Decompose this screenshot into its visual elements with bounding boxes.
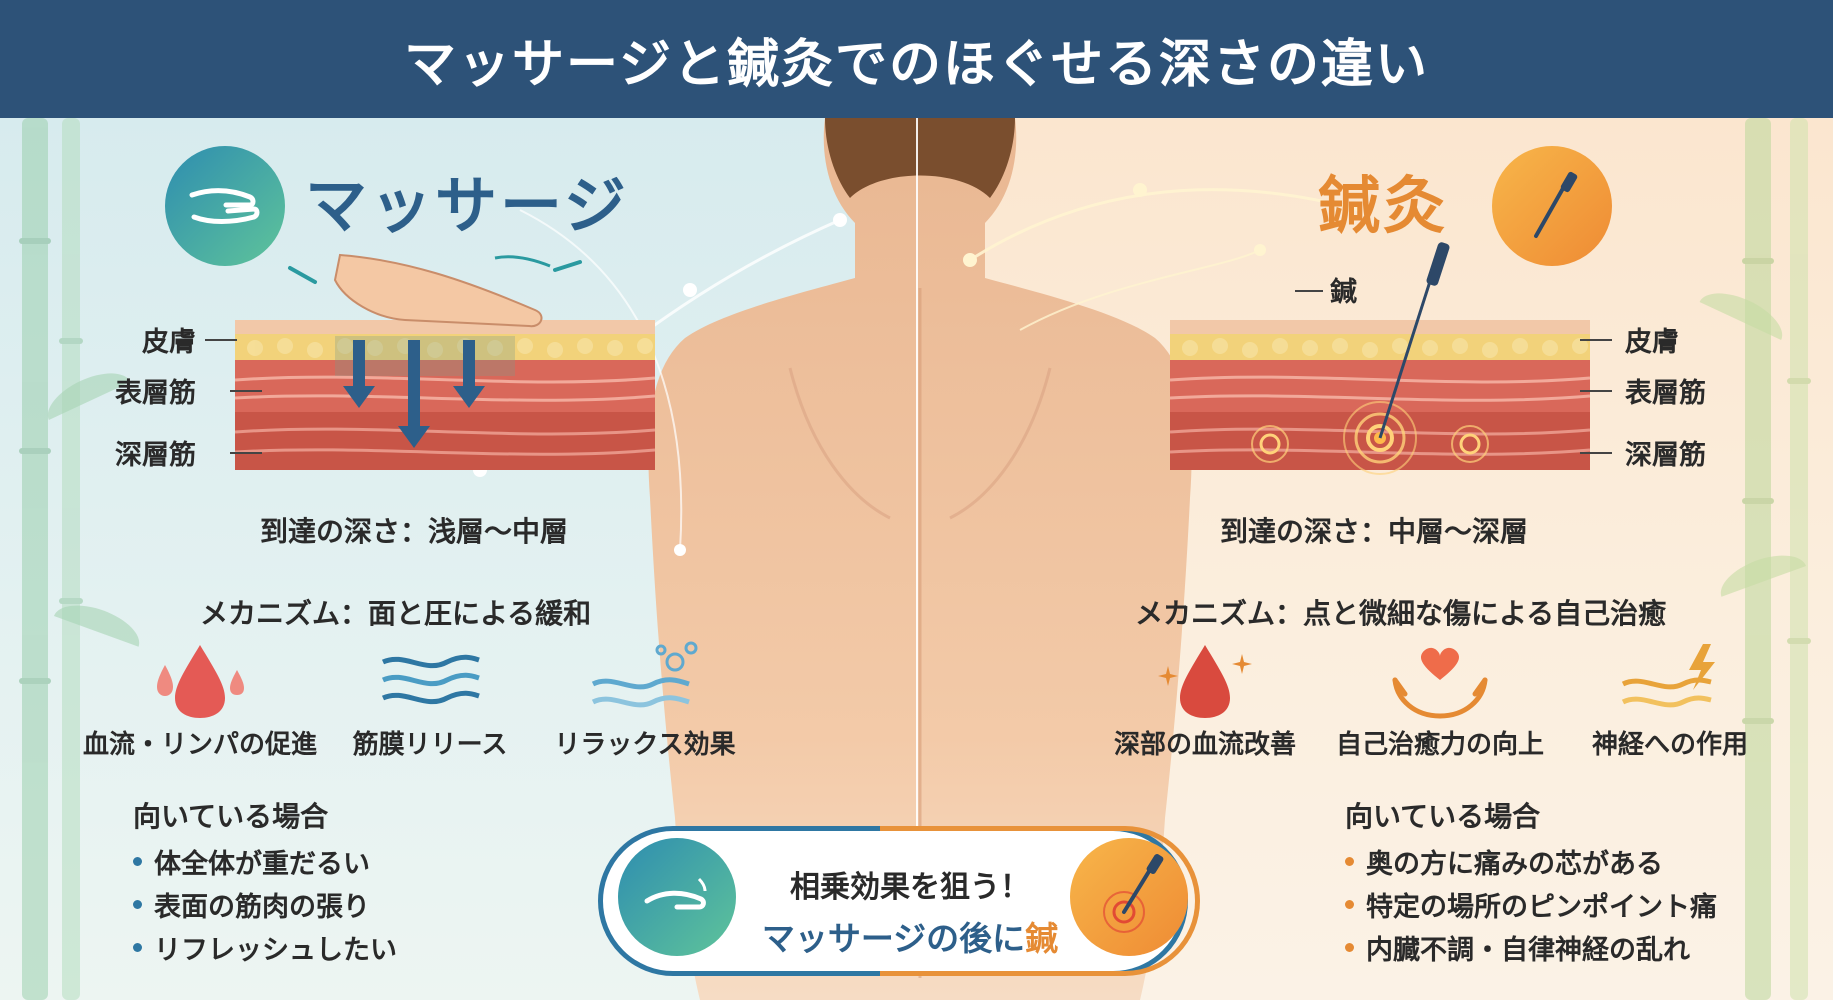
effect-label: 自己治癒力の向上 <box>1335 730 1544 760</box>
list-item: 特定の場所のピンポイント痛 <box>1345 883 1717 926</box>
effect-blood-flow: 血流・リンパの促進 <box>60 640 340 761</box>
heart-hands-icon <box>1392 647 1488 719</box>
acupuncture-depth: 到達の深さ：中層〜深層 <box>1220 515 1529 548</box>
layer-pointer <box>205 339 237 341</box>
list-item: 表面の筋肉の張り <box>133 883 397 926</box>
layer-label-skin: 皮膚 <box>1625 327 1679 358</box>
synergy-line2-highlight: 鍼 <box>1025 919 1059 958</box>
needle-label: 鍼 <box>1330 277 1357 308</box>
effect-label: 神経への作用 <box>1591 730 1748 760</box>
massage-hands-icon <box>165 146 285 266</box>
acupuncture-suited-list: 奥の方に痛みの芯がある 特定の場所のピンポイント痛 内臓不調・自律神経の乱れ <box>1345 840 1717 969</box>
blood-drop-icon <box>157 645 244 718</box>
massage-title: マッサージ <box>305 169 629 242</box>
layer-pointer <box>1295 290 1323 292</box>
massage-tissue-diagram <box>235 253 655 470</box>
layer-pointer <box>1580 452 1612 454</box>
energy-lines-right <box>963 183 1361 331</box>
fascia-wave-icon <box>381 654 480 705</box>
layer-pointer <box>1580 390 1612 392</box>
effect-label: リラックス効果 <box>554 730 736 760</box>
layer-pointer <box>230 452 262 454</box>
layer-label-skin: 皮膚 <box>142 327 196 358</box>
effect-fascia-release: 筋膜リリース <box>340 640 520 761</box>
header-bar: マッサージと鍼灸でのほぐせる深さの違い <box>0 0 1833 118</box>
bamboo-left-2 <box>59 118 83 1000</box>
acupuncture-target-icon <box>1070 838 1188 956</box>
acupuncture-suited-title: 向いている場合 <box>1345 800 1541 833</box>
synergy-line2-prefix: マッサージの後に <box>761 919 1026 958</box>
layer-pointer <box>230 390 262 392</box>
divider-line <box>916 118 918 958</box>
effect-label: 血流・リンパの促進 <box>82 730 317 760</box>
effect-deep-blood-flow: 深部の血流改善 <box>1095 640 1315 761</box>
massage-suited-list: 体全体が重だるい 表面の筋肉の張り リフレッシュしたい <box>133 840 397 969</box>
synergy-bubble-accent <box>880 826 1200 976</box>
massage-mechanism: メカニズム：面と圧による緩和 <box>200 597 592 630</box>
page-title: マッサージと鍼灸でのほぐせる深さの違い <box>404 34 1429 95</box>
acupuncture-mechanism: メカニズム：点と微細な傷による自己治癒 <box>1135 597 1667 630</box>
synergy-line1: 相乗効果を狙う！ <box>790 870 1030 905</box>
effect-label: 筋膜リリース <box>352 730 508 760</box>
layer-pointer <box>1580 339 1612 341</box>
layer-label-surface-muscle: 表層筋 <box>1625 378 1706 409</box>
effect-relax: リラックス効果 <box>530 640 760 761</box>
blood-drop-sparkle-icon <box>1158 645 1252 718</box>
relax-bubble-icon <box>591 641 698 708</box>
effect-label: 深部の血流改善 <box>1113 730 1296 760</box>
synergy-line2: マッサージの後に鍼 <box>730 912 1090 960</box>
bamboo-left-1 <box>19 118 51 1000</box>
effect-self-healing: 自己治癒力の向上 <box>1320 640 1560 761</box>
massage-depth: 到達の深さ：浅層〜中層 <box>260 515 569 548</box>
acupuncture-needle-icon <box>1492 146 1612 266</box>
layer-label-deep-muscle: 深層筋 <box>1625 440 1706 471</box>
list-item: 内臓不調・自律神経の乱れ <box>1345 926 1717 969</box>
list-item: 奥の方に痛みの芯がある <box>1345 840 1717 883</box>
massage-hand-icon <box>618 838 736 956</box>
acupuncture-tissue-diagram <box>1170 242 1590 475</box>
massage-suited-title: 向いている場合 <box>133 800 329 833</box>
list-item: リフレッシュしたい <box>133 926 397 969</box>
layer-label-surface-muscle: 表層筋 <box>115 378 196 409</box>
layer-label-deep-muscle: 深層筋 <box>115 440 196 471</box>
nerve-lightning-icon <box>1621 644 1715 708</box>
list-item: 体全体が重だるい <box>133 840 397 883</box>
acupuncture-title: 鍼灸 <box>1318 169 1449 242</box>
effect-nerve: 神経への作用 <box>1570 640 1770 761</box>
